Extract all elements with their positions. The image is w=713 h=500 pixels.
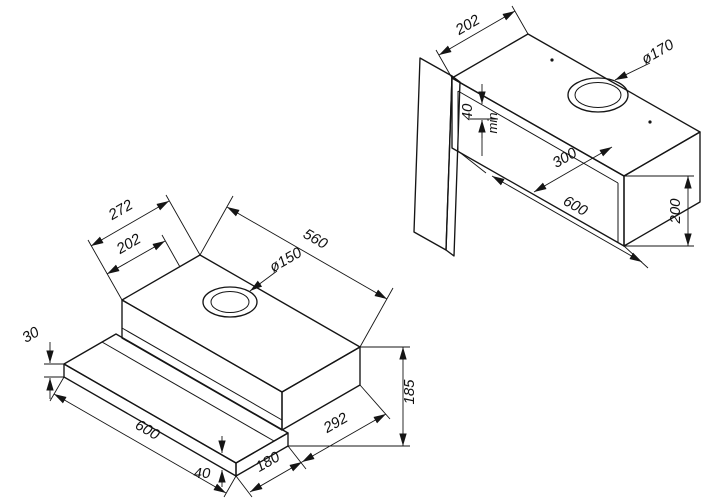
dim-cabinet-height: 200 [624, 175, 694, 247]
door-edge [445, 75, 461, 257]
extension-lines [435, 5, 529, 79]
dim-hood-outlet-diameter: ø150 [249, 244, 305, 292]
dim-label: 40 [194, 465, 211, 482]
hood-outlet-hole [202, 286, 258, 318]
dim-label: 180 [253, 448, 284, 476]
extension-lines [87, 194, 201, 301]
hood-top-face [121, 254, 361, 393]
dim-hood-front-panel-height: 30 [19, 323, 64, 399]
dim-hood-total-height: 185 [288, 346, 418, 447]
reference-tick [470, 118, 498, 156]
dim-label: 185 [401, 379, 418, 405]
dim-cabinet-inner-width: 600 [457, 150, 649, 269]
hood-view: 272 202 560 ø150 30 185 [19, 194, 418, 498]
cabinet-opening-edges [457, 90, 619, 243]
cabinet-door-open [413, 57, 461, 257]
dim-label: 272 [105, 196, 137, 224]
cutout-outer-ring [567, 77, 629, 113]
dim-hood-visor-extension: 180 [235, 445, 307, 498]
dim-label: 30 [19, 323, 43, 346]
dim-hood-top-depth-total: 272 [87, 194, 201, 301]
dim-note: min [485, 113, 500, 134]
visor-top-face [63, 333, 289, 464]
extension-lines [161, 234, 181, 268]
dim-label: 202 [113, 230, 145, 258]
dim-cabinet-top-clearance: 40 min [459, 84, 500, 156]
dim-cabinet-cutout-diameter: ø170 [614, 36, 678, 81]
extension-lines [199, 195, 394, 348]
dim-label: ø170 [639, 36, 678, 68]
dim-line [491, 175, 643, 263]
dim-line [301, 413, 387, 463]
hood-body [121, 254, 361, 431]
hood-front-seam-line [121, 327, 283, 421]
dim-hood-top-depth-front: 202 [106, 230, 181, 275]
cabinet-cutout-hole [567, 77, 629, 113]
dim-line [90, 200, 170, 247]
visor-front-face [63, 363, 237, 477]
dim-label: 600 [560, 192, 591, 220]
cutout-inner-ring [574, 82, 622, 108]
screw-dot [550, 58, 554, 62]
extension-lines [359, 384, 391, 420]
dim-line [53, 393, 227, 494]
leader-line [249, 270, 278, 292]
extension-lines [235, 445, 307, 498]
extension-lines [288, 346, 410, 447]
cabinet-view: 202 ø170 40 min 300 600 200 [413, 5, 701, 269]
extension-lines [44, 363, 64, 378]
extension-lines [457, 150, 649, 269]
leader-line [614, 62, 651, 81]
dim-label: 200 [667, 198, 684, 225]
door-face [413, 57, 453, 251]
screw-dot [648, 120, 652, 124]
extension-lines [624, 175, 694, 247]
dim-hood-visor-thickness: 40 [194, 436, 226, 487]
dim-label: 292 [320, 409, 352, 437]
extension-lines [49, 376, 237, 498]
dim-cabinet-inner-depth: 300 [533, 144, 613, 193]
dim-line [249, 461, 303, 493]
dim-line [438, 10, 516, 56]
dim-label: 600 [132, 416, 163, 444]
dim-line [106, 240, 166, 275]
cabinet-front-face [451, 77, 625, 247]
dim-label: 40 [459, 103, 476, 120]
dim-label: 560 [300, 225, 331, 253]
dim-hood-body-depth: 292 [301, 384, 391, 463]
dim-label: 202 [452, 11, 484, 39]
dim-line [226, 206, 388, 300]
outlet-inner-ring [210, 291, 250, 313]
hood-right-face [281, 346, 361, 431]
hood-visor [63, 333, 289, 477]
visor-seam-line [101, 341, 275, 442]
cabinet-right-face [623, 131, 701, 247]
